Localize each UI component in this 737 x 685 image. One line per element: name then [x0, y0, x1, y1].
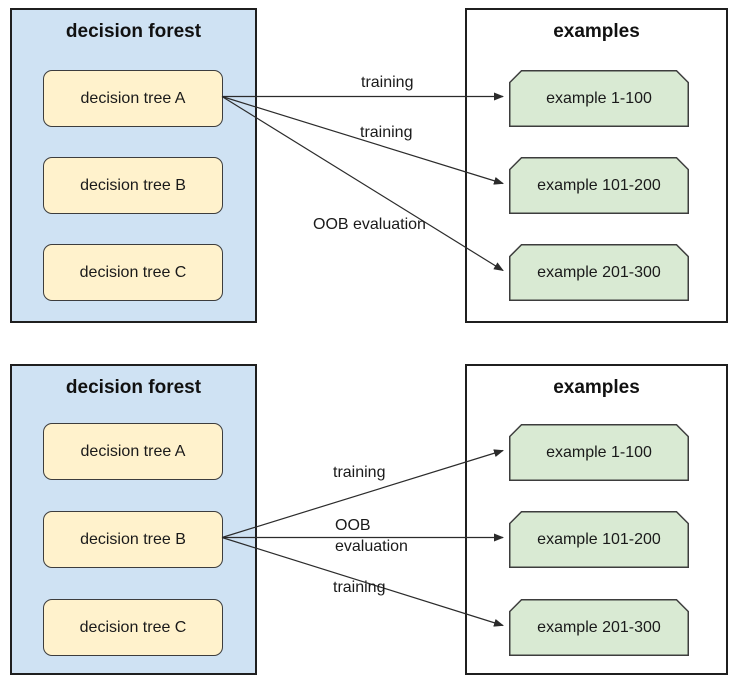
tree-label: decision tree A	[80, 89, 186, 107]
tree-label: decision tree C	[79, 618, 187, 636]
forest-panel-top: decision forest decision tree A decision…	[10, 8, 257, 323]
tree-box-c: decision tree C	[43, 244, 223, 301]
arrow-label-oob: OOB evaluation	[335, 517, 408, 555]
tree-box-b: decision tree B	[43, 157, 223, 214]
arrow-label-training-2: training	[333, 579, 386, 596]
arrow-label-oob: OOB evaluation	[313, 216, 426, 233]
example-card-shape	[509, 599, 689, 656]
forest-title: decision forest	[65, 21, 202, 42]
example-card-shape	[509, 424, 689, 481]
example-label: example 201-300	[537, 263, 661, 281]
tree-box-a: decision tree A	[43, 423, 223, 480]
example-label: example 1-100	[546, 89, 652, 107]
example-box-1: example 1-100	[509, 70, 689, 127]
examples-title: examples	[553, 377, 640, 398]
forest-panel-bottom: decision forest decision tree A decision…	[10, 364, 257, 675]
tree-label: decision tree B	[80, 176, 186, 194]
examples-panel-bottom: examples example 1-100 example 101-200 e…	[465, 364, 728, 675]
tree-label: decision tree B	[80, 530, 186, 548]
example-box-2: example 101-200	[509, 511, 689, 568]
arrow-label-training-1: training	[361, 74, 414, 91]
tree-box-c: decision tree C	[43, 599, 223, 656]
tree-label: decision tree C	[79, 263, 187, 281]
example-label: example 101-200	[537, 530, 661, 548]
example-label: example 101-200	[537, 176, 661, 194]
tree-label: decision tree A	[80, 442, 186, 460]
example-box-2: example 101-200	[509, 157, 689, 214]
example-label: example 201-300	[537, 618, 661, 636]
arrow-label-training-2: training	[360, 124, 413, 141]
example-card-shape	[509, 511, 689, 568]
example-box-3: example 201-300	[509, 244, 689, 301]
example-card-shape	[509, 244, 689, 301]
tree-box-b: decision tree B	[43, 511, 223, 568]
examples-panel-top: examples example 1-100 example 101-200 e…	[465, 8, 728, 323]
forest-title: decision forest	[65, 377, 202, 398]
tree-box-a: decision tree A	[43, 70, 223, 127]
arrow-label-training-1: training	[333, 464, 386, 481]
example-label: example 1-100	[546, 443, 652, 461]
examples-title: examples	[553, 21, 640, 42]
example-box-3: example 201-300	[509, 599, 689, 656]
example-box-1: example 1-100	[509, 424, 689, 481]
example-card-shape	[509, 157, 689, 214]
example-card-shape	[509, 70, 689, 127]
